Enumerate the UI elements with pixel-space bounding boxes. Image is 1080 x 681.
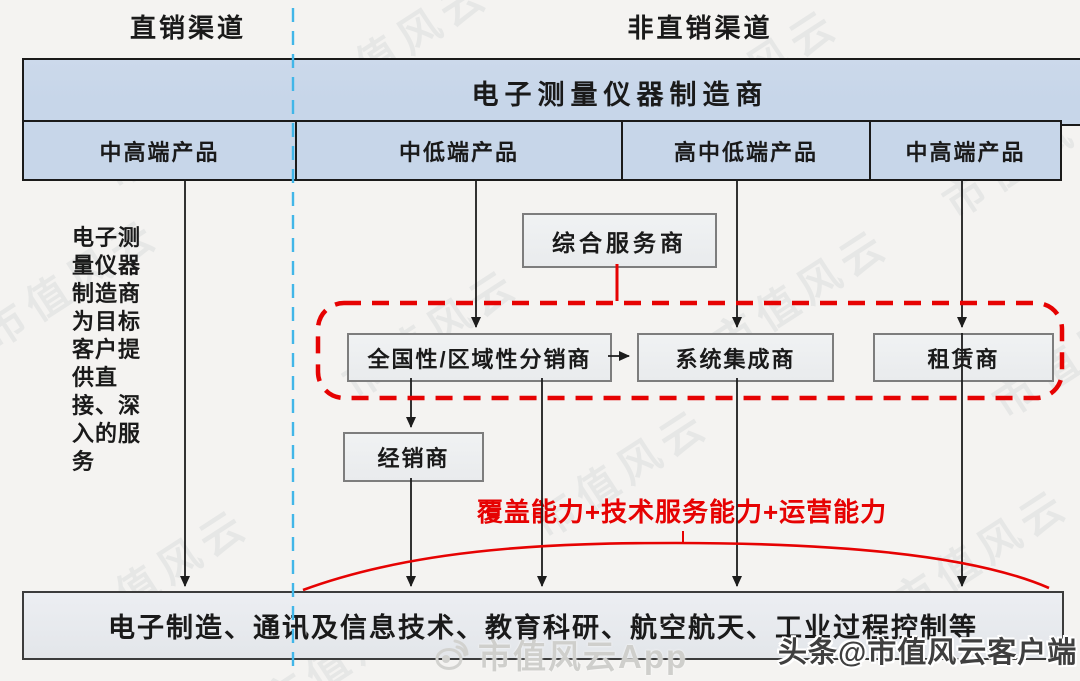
indirect-channel-header: 非直销渠道 bbox=[627, 13, 773, 43]
toutiao-watermark: 头条@市值风云客户端 bbox=[778, 637, 1078, 669]
manufacturer-banner-label: 电子测量仪器制造商 bbox=[471, 79, 769, 110]
segment-mid-low: 中低端产品 bbox=[295, 122, 621, 179]
manufacturer-banner: 电子测量仪器制造商 bbox=[22, 58, 1080, 126]
capability-annotation: 覆盖能力+技术服务能力+运营能力 bbox=[476, 497, 888, 527]
end-customers-bar: 电子制造、通讯及信息技术、教育科研、航空航天、工业过程控制等 bbox=[22, 591, 1064, 660]
direct-channel-header: 直销渠道 bbox=[129, 13, 246, 43]
app-watermark-label: 市值风云App bbox=[478, 638, 689, 675]
node-national-regional-distributor: 全国性/区域性分销商 bbox=[347, 333, 612, 382]
node-dealer: 经销商 bbox=[343, 432, 484, 482]
end-customers-label: 电子制造、通讯及信息技术、教育科研、航空航天、工业过程控制等 bbox=[108, 613, 978, 643]
node-integrated-service-provider: 综合服务商 bbox=[522, 213, 717, 268]
segment-mid-high-direct: 中高端产品 bbox=[99, 139, 220, 165]
segment-high-mid-low: 高中低端产品 bbox=[621, 122, 869, 179]
node-system-integrator: 系统集成商 bbox=[637, 333, 834, 382]
weibo-eye-icon bbox=[435, 639, 469, 670]
segment-mid-high-lease: 中高端产品 bbox=[869, 122, 1060, 179]
app-watermark: 市值风云App bbox=[432, 630, 688, 678]
direct-channel-note: 电子测量仪器制造商为目标客户提供直接、深入的服务 bbox=[72, 225, 142, 474]
watermark-text: 市值风云 bbox=[330, 250, 531, 410]
product-segment-row: 中高端产品 中低端产品 高中低端产品 中高端产品 bbox=[22, 120, 1062, 181]
node-lessor: 租赁商 bbox=[873, 333, 1054, 382]
capability-brace-arc bbox=[302, 541, 1050, 592]
